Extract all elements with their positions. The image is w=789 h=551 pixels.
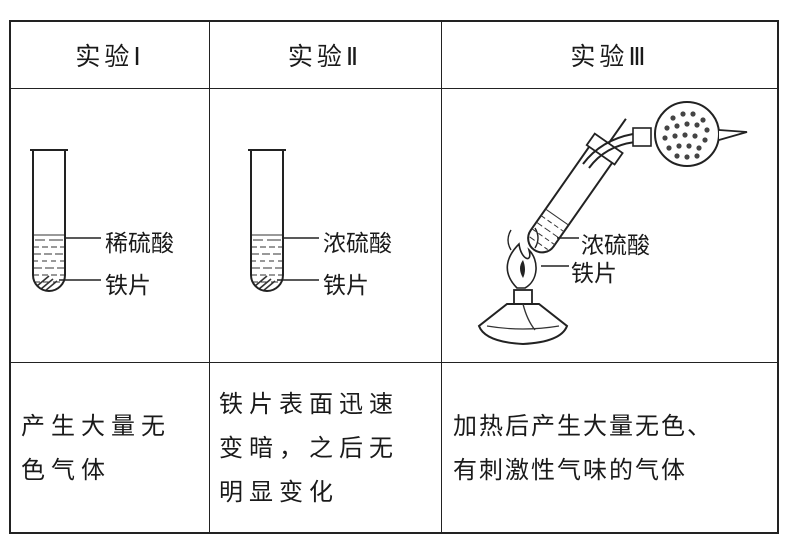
result-line: 铁片表面迅速 (219, 390, 399, 418)
iron-label: 铁片 (105, 273, 151, 299)
iron-sheet (254, 275, 276, 291)
result-exp2: 铁片表面迅速 变暗，之后无 明显变化 (219, 382, 439, 514)
result-line: 色气体 (21, 456, 111, 484)
experiment-table: 实验Ⅰ 实验Ⅱ 实验Ⅲ (9, 20, 779, 534)
result-line: 变暗，之后无 (219, 434, 399, 462)
figure-exp1: 稀硫酸 铁片 (11, 90, 209, 363)
result-line: 加热后产生大量无色、 (453, 412, 713, 440)
result-line: 产生大量无 (21, 412, 171, 440)
row-divider (11, 362, 777, 363)
header-exp1: 实验Ⅰ (75, 42, 145, 71)
row-divider (11, 88, 777, 89)
result-line: 有刺激性气味的气体 (453, 456, 687, 484)
iron-sheet (36, 275, 58, 291)
result-exp1: 产生大量无 色气体 (21, 404, 201, 492)
header-exp2: 实验Ⅱ (287, 42, 363, 71)
alcohol-lamp (477, 303, 569, 346)
test-tube-diagram (248, 149, 319, 292)
result-exp3: 加热后产生大量无色、 有刺激性气味的气体 (453, 404, 775, 492)
heating-apparatus-diagram (477, 101, 748, 346)
figure-exp2: 浓硫酸 铁片 (209, 90, 441, 363)
liquid-label: 浓硫酸 (323, 231, 392, 257)
liquid-label: 浓硫酸 (581, 233, 650, 259)
column-divider (209, 22, 210, 532)
header-exp3: 实验Ⅲ (570, 42, 650, 71)
iron-label: 铁片 (323, 273, 369, 299)
iron-label: 铁片 (571, 261, 617, 287)
test-tube-diagram (30, 149, 101, 292)
result-line: 明显变化 (219, 478, 339, 506)
figure-exp3: 浓硫酸 铁片 (441, 90, 779, 363)
column-divider (441, 22, 442, 532)
liquid-label: 稀硫酸 (105, 231, 174, 257)
